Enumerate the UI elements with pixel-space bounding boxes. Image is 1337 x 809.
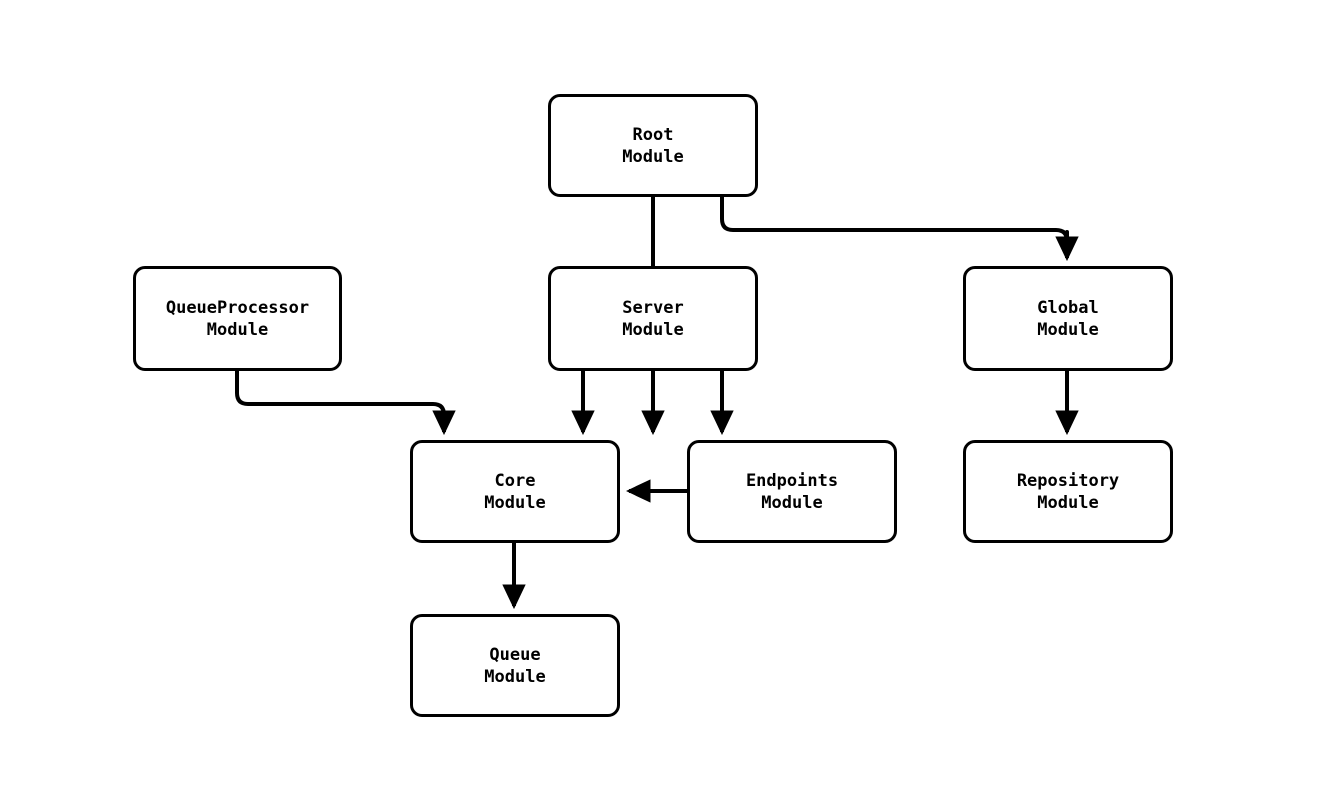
node-endpoints-label-line1: Endpoints xyxy=(745,470,839,491)
node-server-label-line2: Module xyxy=(622,319,684,340)
edge-root-to-global xyxy=(720,197,1079,262)
node-queue-label-line1: Queue xyxy=(489,644,541,665)
node-endpoints[interactable]: Endpoints Module xyxy=(687,440,897,543)
node-root-label-line1: Root xyxy=(632,124,674,145)
node-core-label-line1: Core xyxy=(494,470,536,491)
node-endpoints-label-line2: Module xyxy=(761,492,823,513)
node-server[interactable]: Server Module xyxy=(548,266,758,371)
node-queue-label-line2: Module xyxy=(484,666,546,687)
node-queueprocessor[interactable]: QueueProcessor Module xyxy=(133,266,342,371)
node-global-label-line1: Global xyxy=(1037,297,1099,318)
node-core[interactable]: Core Module xyxy=(410,440,620,543)
node-queueprocessor-label-line1: QueueProcessor xyxy=(165,297,310,318)
node-queueprocessor-label-line2: Module xyxy=(206,319,269,340)
node-repository-label-line2: Module xyxy=(1037,492,1099,513)
node-root[interactable]: Root Module xyxy=(548,94,758,197)
edge-queueprocessor-to-core xyxy=(235,371,456,436)
node-repository[interactable]: Repository Module xyxy=(963,440,1173,543)
node-repository-label-line1: Repository xyxy=(1016,470,1120,491)
node-global[interactable]: Global Module xyxy=(963,266,1173,371)
node-root-label-line2: Module xyxy=(622,146,684,167)
node-server-label-line1: Server xyxy=(622,297,684,318)
node-queue[interactable]: Queue Module xyxy=(410,614,620,717)
node-global-label-line2: Module xyxy=(1037,319,1099,340)
node-core-label-line2: Module xyxy=(484,492,546,513)
